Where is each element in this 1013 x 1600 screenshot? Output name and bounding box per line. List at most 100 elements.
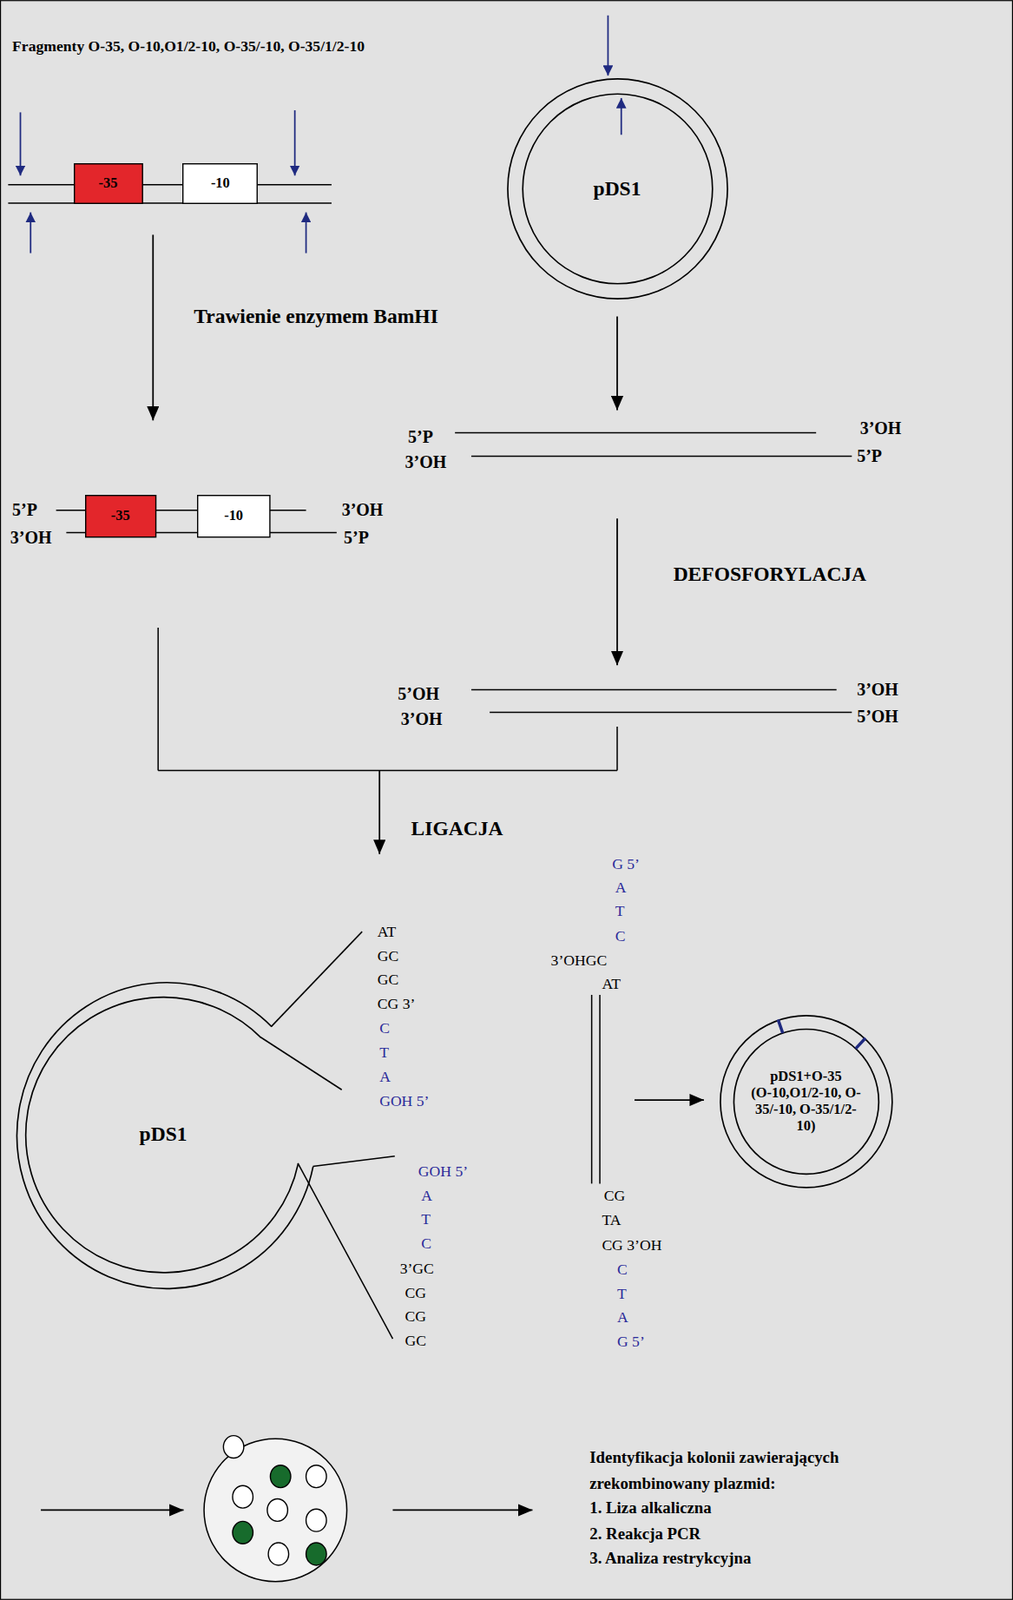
sequence-base: A	[615, 878, 627, 896]
insert-junction	[855, 1038, 865, 1049]
node-label: (O-10,O1/2-10, O-35/-10, O-35/1/2-10)	[749, 1085, 864, 1135]
cut-site-arrow	[294, 110, 297, 176]
node-label: pDS1	[139, 1122, 188, 1146]
node-label: -10	[223, 507, 244, 525]
cut-site-arrow	[29, 212, 32, 254]
step-label: 5’P	[12, 499, 38, 520]
process-arrow	[616, 315, 619, 410]
sequence-base: AT	[601, 974, 621, 993]
sequence-base: C	[379, 1019, 390, 1037]
node-label: -35	[98, 175, 119, 192]
step-label: 3’OH	[856, 679, 899, 700]
step-label: DEFOSFORYLACJA	[673, 562, 867, 586]
leader-line	[260, 1037, 342, 1091]
step-label: 5’P	[407, 427, 434, 448]
sequence-base: A	[420, 1186, 433, 1204]
sequence-base: C	[615, 927, 626, 945]
sequence-base: GOH 5’	[418, 1162, 468, 1180]
green-colony	[306, 1542, 328, 1566]
white-colony	[223, 1435, 244, 1459]
dna-strand	[591, 994, 593, 1184]
node-label: -35	[111, 507, 131, 525]
open-plasmid: pDS1	[10, 981, 317, 1289]
promoter-box: -35	[73, 163, 144, 204]
process-arrow	[151, 234, 154, 421]
node-label: -10	[210, 175, 231, 192]
cut-site-arrow	[607, 15, 610, 76]
dna-strand	[489, 711, 852, 714]
box-outline	[197, 495, 270, 538]
box-outline	[73, 164, 142, 204]
box-outline	[85, 495, 156, 538]
step-label: Fragmenty O-35, O-10,O1/2-10, O-35/-10, …	[12, 37, 365, 55]
cut-site-arrow	[305, 212, 308, 254]
step-label: 3. Analiza restrykcyjna	[589, 1548, 751, 1568]
dna-strand	[7, 202, 332, 204]
node-label: pDS1	[593, 177, 642, 201]
step-label: Identyfikacja kolonii zawierających zrek…	[589, 1444, 954, 1496]
sequence-base: CG 3’	[377, 994, 416, 1013]
step-label: 3’OH	[405, 452, 448, 473]
sequence-base: 3’GC	[400, 1259, 435, 1277]
plasmid-outer-strand	[16, 981, 313, 1289]
recombinant-plasmid: pDS1+O-35(O-10,O1/2-10, O-35/-10, O-35/1…	[719, 1014, 894, 1189]
white-colony	[268, 1542, 290, 1566]
promoter-box: -10	[182, 163, 258, 204]
step-label: 3’OH	[401, 709, 443, 730]
insert-junction	[777, 1019, 783, 1034]
step-label: 5’P	[856, 446, 882, 467]
process-arrow	[616, 518, 619, 665]
step-label: 1. Liza alkaliczna	[589, 1498, 711, 1518]
step-label: 5’P	[343, 527, 369, 548]
sequence-base: T	[379, 1043, 389, 1061]
dna-strand	[454, 432, 816, 435]
sequence-base: A	[617, 1308, 629, 1326]
promoter-box: -35	[85, 494, 157, 538]
step-label: 2. Reakcja PCR	[589, 1524, 701, 1544]
sequence-base: C	[617, 1260, 628, 1278]
process-arrow	[40, 1509, 185, 1512]
sequence-base: G 5’	[617, 1332, 645, 1350]
sequence-base: T	[420, 1210, 431, 1228]
sequence-base: GC	[377, 947, 399, 965]
sequence-base: C	[420, 1234, 432, 1252]
sequence-base: CG	[604, 1186, 625, 1204]
plasmid-outer-strand	[506, 78, 727, 299]
white-colony	[306, 1465, 328, 1488]
dna-strand	[7, 184, 332, 186]
plasmid-circle: pDS1	[506, 78, 729, 300]
leader-line	[271, 931, 363, 1027]
sequence-base: G 5’	[611, 855, 640, 873]
sequence-base: GC	[405, 1331, 427, 1349]
sequence-base: AT	[377, 922, 397, 941]
step-label: 3’OH	[860, 418, 902, 439]
box-outline	[183, 164, 258, 204]
step-label: 3’OH	[10, 527, 53, 548]
process-arrow	[392, 1509, 533, 1512]
green-colony	[269, 1465, 291, 1488]
plasmid-inner-strand	[733, 1029, 879, 1175]
leader-line	[297, 1163, 393, 1339]
sequence-base: TA	[601, 1210, 621, 1229]
step-label: 5’OH	[856, 706, 899, 727]
dna-strand	[598, 994, 601, 1184]
plasmid-inner-strand	[522, 93, 713, 284]
sequence-base: A	[379, 1067, 391, 1086]
cut-site-arrow	[19, 111, 22, 176]
white-colony	[267, 1499, 289, 1522]
plasmid-outer-strand	[719, 1015, 892, 1188]
plasmid-inner-strand	[25, 996, 298, 1272]
sequence-base: CG 3’OH	[601, 1236, 662, 1254]
process-arrow	[378, 769, 381, 854]
dna-strand	[471, 689, 837, 691]
step-label: Trawienie enzymem BamHI	[193, 304, 439, 329]
sequence-base: 3’OHGC	[551, 951, 608, 969]
promoter-box: -10	[197, 494, 271, 538]
step-label: 3’OH	[342, 499, 384, 520]
merge-line	[616, 726, 619, 771]
merge-line	[157, 627, 159, 771]
sequence-base: GC	[377, 970, 399, 988]
white-colony	[306, 1508, 328, 1532]
